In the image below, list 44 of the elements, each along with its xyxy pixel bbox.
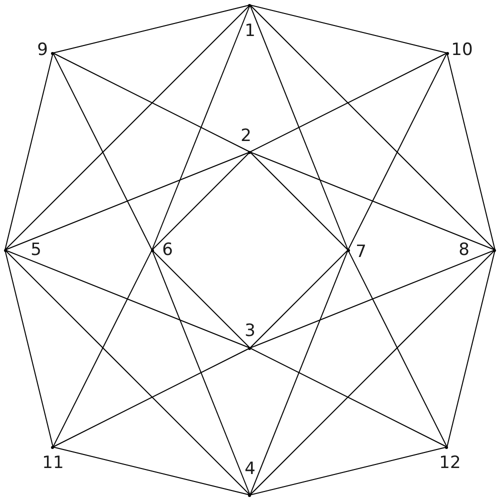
graph-edge xyxy=(52,52,152,250)
vertex-label: 10 xyxy=(451,42,473,59)
graph-edge xyxy=(4,250,250,348)
graph-edge xyxy=(4,250,250,496)
graph-edge xyxy=(4,250,54,448)
graph-edge xyxy=(348,52,448,250)
vertex-label: 5 xyxy=(30,242,42,258)
vertex-label: 3 xyxy=(244,323,256,340)
graph-edge xyxy=(250,152,496,250)
graph-edge xyxy=(250,250,348,348)
vertex-label: 9 xyxy=(37,42,48,58)
graph-edge xyxy=(152,152,250,250)
graph-edge xyxy=(4,52,54,250)
graph-edge xyxy=(52,52,250,152)
graph-edge xyxy=(348,250,448,448)
vertex-label: 7 xyxy=(356,244,366,260)
graph-edge xyxy=(250,4,448,54)
graph-edge xyxy=(152,250,250,496)
graph-edge xyxy=(250,152,348,250)
graph-edge xyxy=(250,250,496,348)
graph-edge xyxy=(250,4,496,250)
graph-edge xyxy=(152,250,250,348)
vertex-label: 11 xyxy=(42,455,64,472)
graph-edge xyxy=(250,52,448,152)
graph-edge xyxy=(52,446,250,496)
graph-edge xyxy=(250,250,348,496)
graph-edge xyxy=(52,348,250,448)
vertex-label: 12 xyxy=(439,455,461,472)
graph-edge xyxy=(4,152,250,250)
graph-edge xyxy=(4,4,250,250)
graph-edge xyxy=(152,4,250,250)
vertex-label: 4 xyxy=(244,460,256,478)
graph-edge xyxy=(250,250,496,496)
graph-edge xyxy=(250,4,348,250)
graph-edge xyxy=(52,4,250,54)
graph-edge xyxy=(250,446,448,496)
graph-edge xyxy=(250,348,448,448)
graph-edge xyxy=(52,250,152,448)
vertex-label: 6 xyxy=(162,242,173,258)
graph-edge xyxy=(446,52,496,250)
vertex-label: 1 xyxy=(244,22,256,40)
vertex-label: 8 xyxy=(458,242,470,258)
vertex-label: 2 xyxy=(240,128,252,145)
graph-edge xyxy=(446,250,496,448)
